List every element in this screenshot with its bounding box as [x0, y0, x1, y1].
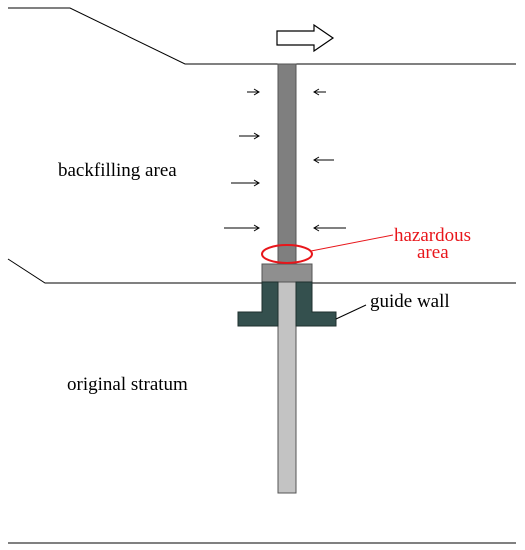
hazardous-area-ellipse: [261, 244, 313, 264]
pressure-arrow-icon: [313, 224, 346, 232]
pressure-arrow-icon: [239, 132, 260, 140]
middle-ground-line: [7, 258, 516, 284]
pressure-arrow-icon: [224, 224, 260, 232]
movement-arrow-icon: [276, 23, 335, 53]
backfilling-area-label: backfilling area: [58, 160, 177, 181]
hazardous-label-line1: hazardous: [394, 225, 471, 246]
pile-cap: [261, 263, 313, 283]
original-stratum-label: original stratum: [67, 374, 188, 395]
pressure-arrow-icon: [313, 156, 334, 164]
top-ground-line: [8, 7, 516, 65]
right-pressure-arrows: [313, 88, 346, 232]
pressure-arrow-icon: [313, 88, 326, 96]
hazardous-label-line2: area: [417, 242, 449, 263]
left-pressure-arrows: [224, 88, 260, 232]
upper-pile: [277, 63, 297, 265]
hazardous-leader-line: [310, 234, 394, 252]
pressure-arrow-icon: [247, 88, 260, 96]
pressure-arrow-icon: [231, 179, 260, 187]
lower-pile: [277, 281, 297, 494]
guide-wall-left: [237, 281, 279, 327]
guide-wall-right: [295, 281, 337, 327]
guide-wall-label: guide wall: [370, 291, 450, 312]
guide-wall-leader-line: [335, 304, 367, 320]
